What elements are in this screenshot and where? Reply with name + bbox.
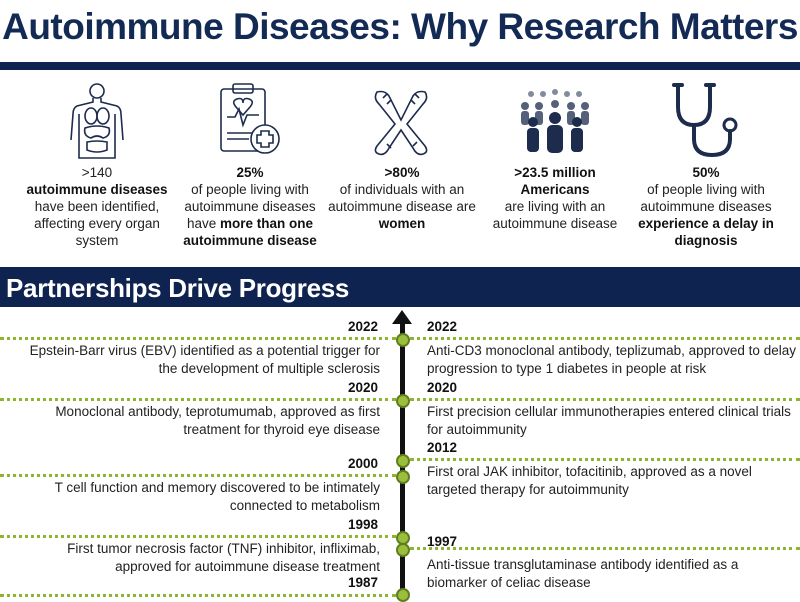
timeline: 2022 2022 Epstein-Barr virus (EBV) ident…: [0, 308, 800, 602]
event-text: Monoclonal antibody, teprotumumab, appro…: [55, 404, 380, 437]
event-year: 2000: [348, 456, 379, 471]
stethoscope-icon: [631, 78, 781, 164]
stat-line: have been identified,: [34, 199, 160, 214]
stat-text: 25% of people living with autoimmune dis…: [175, 164, 325, 249]
crowd-icon: [480, 78, 630, 164]
event-text: First oral JAK inhibitor, tofacitinib, a…: [427, 464, 752, 497]
stat-text: >140 autoimmune diseases have been ident…: [22, 164, 172, 249]
stat-line: autoimmune diseases: [184, 199, 316, 214]
timeline-connector: [0, 535, 396, 538]
event-year: 1987: [348, 575, 379, 590]
event-text: First tumor necrosis factor (TNF) inhibi…: [67, 541, 380, 574]
stat-line: autoimmune diseases: [26, 182, 168, 197]
anatomy-torso-icon: [22, 78, 172, 164]
stat-line: autoimmune diseases: [640, 199, 772, 214]
timeline-dot: [396, 333, 410, 347]
stat-line: diagnosis: [674, 233, 738, 248]
stat-women: >80% of individuals with an autoimmune d…: [327, 78, 477, 232]
event-year: 2022: [348, 319, 379, 334]
timeline-connector: [0, 594, 396, 597]
stat-text: 50% of people living with autoimmune dis…: [631, 164, 781, 249]
stat-line: >140: [81, 165, 113, 180]
arrow-up-icon: [392, 310, 412, 324]
stat-delay: 50% of people living with autoimmune dis…: [631, 78, 781, 249]
stat-text: >23.5 million Americans are living with …: [480, 164, 630, 232]
stat-line: autoimmune disease: [492, 216, 618, 231]
stat-line: of individuals with an: [339, 182, 465, 197]
timeline-dot: [396, 454, 410, 468]
stat-line: have more than one: [175, 215, 325, 232]
timeline-connector: [410, 337, 800, 340]
stat-line: autoimmune disease are: [328, 199, 476, 214]
stat-line: 50%: [692, 165, 720, 180]
page-title: Autoimmune Diseases: Why Research Matter…: [2, 6, 798, 47]
title-bar: Autoimmune Diseases: Why Research Matter…: [0, 0, 800, 62]
event-text: T cell function and memory discovered to…: [54, 480, 380, 513]
chromosome-icon: [327, 78, 477, 164]
timeline-connector: [0, 474, 396, 477]
medical-clipboard-icon: [175, 78, 325, 164]
stat-diseases: >140 autoimmune diseases have been ident…: [22, 78, 172, 249]
stat-line: women: [378, 216, 426, 231]
stat-span-bold: more than one: [220, 216, 314, 231]
stat-text: >80% of individuals with an autoimmune d…: [327, 164, 477, 232]
stats-row: >140 autoimmune diseases have been ident…: [0, 78, 800, 266]
stat-line: are living with an: [504, 199, 606, 214]
header-divider: [0, 62, 800, 70]
timeline-connector: [0, 398, 396, 401]
stat-line: 25%: [236, 165, 264, 180]
stat-americans: >23.5 million Americans are living with …: [480, 78, 630, 232]
timeline-dot: [396, 470, 410, 484]
timeline-dot: [396, 588, 410, 602]
timeline-connector: [0, 337, 396, 340]
event-year: 2022: [427, 319, 458, 334]
event-year: 1998: [348, 517, 379, 532]
event-year: 2020: [427, 380, 458, 395]
stat-line: affecting every organ: [34, 216, 160, 231]
event-year: 1997: [427, 534, 458, 549]
section-title: Partnerships Drive Progress: [6, 273, 350, 303]
stat-line: autoimmune disease: [183, 233, 317, 248]
stat-line: >80%: [384, 165, 420, 180]
event-text: Anti-tissue transglutaminase antibody id…: [427, 557, 739, 590]
timeline-connector: [410, 458, 800, 461]
event-text: Anti-CD3 monoclonal antibody, teplizumab…: [427, 343, 796, 376]
event-text: Epstein-Barr virus (EBV) identified as a…: [29, 343, 380, 376]
stat-line: experience a delay in: [638, 216, 774, 231]
stat-line: Americans: [520, 182, 590, 197]
event-year: 2020: [348, 380, 379, 395]
timeline-connector: [410, 398, 800, 401]
timeline-dot: [396, 543, 410, 557]
stat-multiple: 25% of people living with autoimmune dis…: [175, 78, 325, 249]
section-header: Partnerships Drive Progress: [0, 267, 800, 307]
stat-line: of people living with: [647, 182, 765, 197]
stat-line: of people living with: [191, 182, 309, 197]
stat-line: >23.5 million: [514, 165, 596, 180]
stat-span: have: [186, 216, 220, 231]
event-year: 2012: [427, 440, 458, 455]
event-text: First precision cellular immunotherapies…: [427, 404, 791, 437]
stat-line: system: [75, 233, 119, 248]
timeline-connector: [410, 547, 800, 550]
timeline-dot: [396, 394, 410, 408]
